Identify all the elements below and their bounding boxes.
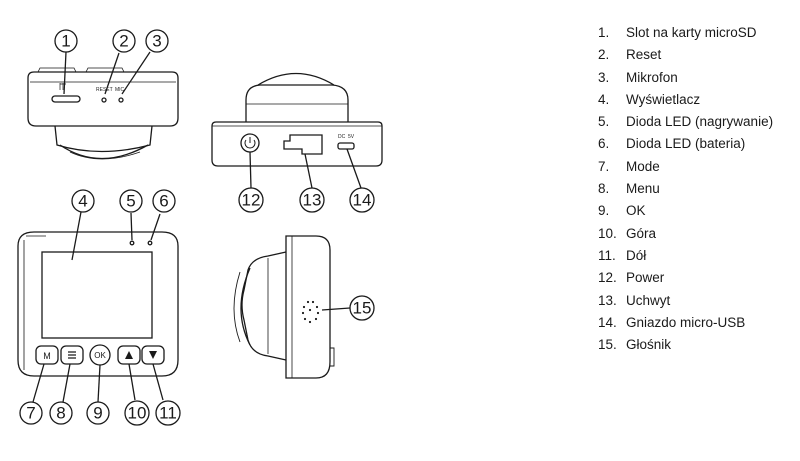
- callout-10: 10: [124, 400, 150, 426]
- callout-13: 13: [299, 187, 325, 213]
- svg-text:7: 7: [26, 404, 35, 423]
- legend-item: 10. Góra: [598, 223, 773, 245]
- legend-number: 3.: [598, 69, 610, 85]
- legend-label: Gniazdo micro-USB: [626, 314, 746, 330]
- display-screen: [41, 251, 153, 339]
- menu-button: [60, 345, 84, 365]
- svg-text:13: 13: [303, 191, 322, 210]
- legend-number: 8.: [598, 181, 610, 197]
- legend-label: Dół: [626, 247, 647, 263]
- legend-label: Power: [626, 270, 665, 286]
- svg-text:12: 12: [242, 191, 261, 210]
- microsd-slot: [51, 95, 81, 103]
- callout-15: 15: [349, 295, 375, 321]
- legend-number: 15.: [598, 337, 617, 353]
- callout-2: 2: [112, 29, 136, 53]
- speaker-grille: [301, 300, 320, 324]
- legend-item: 5. Dioda LED (nagrywanie): [598, 111, 773, 133]
- legend-number: 14.: [598, 314, 617, 330]
- legend-item: 8. Menu: [598, 178, 773, 200]
- callout-6: 6: [152, 189, 176, 213]
- svg-text:3: 3: [152, 32, 161, 51]
- legend-number: 6.: [598, 136, 610, 152]
- svg-text:10: 10: [128, 404, 147, 423]
- dc-label: DC: [338, 134, 346, 140]
- micro-usb-port: [337, 142, 355, 150]
- callout-5: 5: [119, 189, 143, 213]
- legend-item: 14. Gniazdo micro-USB: [598, 312, 773, 334]
- legend-item: 7. Mode: [598, 156, 773, 178]
- legend-label: Reset: [626, 47, 662, 63]
- legend-item: 4. Wyświetlacz: [598, 89, 773, 111]
- legend-label: Mikrofon: [626, 69, 678, 85]
- legend-label: Menu: [626, 181, 660, 197]
- svg-text:8: 8: [56, 404, 65, 423]
- mount-slot: [283, 134, 323, 155]
- legend-number: 12.: [598, 270, 617, 286]
- legend-list: 1. Slot na karty microSD 2. Reset 3. Mikrof…: [598, 22, 773, 356]
- legend-item: 2. Reset: [598, 44, 773, 66]
- legend-item: 11. Dół: [598, 245, 773, 267]
- legend-label: Slot na karty microSD: [626, 25, 757, 40]
- legend-item: 13. Uchwyt: [598, 290, 773, 312]
- legend-number: 9.: [598, 203, 610, 219]
- legend-label: Głośnik: [626, 337, 672, 353]
- legend-label: Dioda LED (bateria): [626, 136, 746, 152]
- legend-label: Góra: [626, 225, 657, 241]
- legend-item: 1. Slot na karty microSD: [598, 22, 773, 44]
- mic-label: MIC: [115, 87, 125, 93]
- callout-11: 11: [155, 400, 181, 426]
- legend-item: 12. Power: [598, 267, 773, 289]
- callout-1: 1: [54, 29, 78, 53]
- legend-item: 3. Mikrofon: [598, 67, 773, 89]
- legend-label: Mode: [626, 158, 660, 174]
- rear-view: DC 5V: [211, 72, 383, 189]
- reset-label: RESET: [96, 87, 113, 93]
- callout-8: 8: [49, 401, 73, 425]
- mode-button: [35, 345, 59, 365]
- side-view: [233, 235, 351, 379]
- legend-label: Uchwyt: [626, 292, 671, 308]
- svg-text:4: 4: [78, 192, 87, 211]
- callout-4: 4: [71, 189, 95, 213]
- reset-hole: [101, 97, 107, 103]
- callout-12: 12: [238, 187, 264, 213]
- callout-9: 9: [86, 401, 110, 425]
- volt-label: 5V: [348, 134, 355, 140]
- legend-label: OK: [626, 203, 646, 219]
- legend-item: 6. Dioda LED (bateria): [598, 133, 773, 155]
- svg-text:1: 1: [61, 32, 70, 51]
- mode-button-label: M: [43, 351, 51, 361]
- legend-number: 11.: [598, 247, 616, 263]
- legend-number: 5.: [598, 114, 610, 130]
- ok-button-label: OK: [94, 351, 106, 360]
- svg-text:9: 9: [93, 404, 102, 423]
- svg-text:2: 2: [119, 32, 128, 51]
- callout-3: 3: [145, 29, 169, 53]
- legend-number: 4.: [598, 91, 610, 107]
- callout-14: 14: [349, 187, 375, 213]
- legend-number: 7.: [598, 158, 610, 174]
- svg-text:11: 11: [159, 404, 177, 423]
- svg-text:14: 14: [353, 191, 372, 210]
- front-view: M OK: [17, 211, 179, 403]
- legend-item: 9. OK: [598, 200, 773, 222]
- legend-label: Dioda LED (nagrywanie): [626, 114, 774, 130]
- legend-label: Wyświetlacz: [626, 91, 701, 107]
- legend-number: 10.: [598, 225, 617, 241]
- led-battery: [147, 240, 153, 246]
- legend-number: 13.: [598, 292, 617, 308]
- svg-text:6: 6: [159, 192, 168, 211]
- callout-7: 7: [19, 401, 43, 425]
- top-view: RESET MIC: [27, 51, 179, 160]
- svg-text:5: 5: [126, 192, 135, 211]
- mic-hole: [118, 97, 124, 103]
- legend-number: 2.: [598, 47, 610, 63]
- led-recording: [129, 240, 135, 246]
- legend-number: 1.: [598, 25, 610, 40]
- callouts: 1 2 3 4 5 6 7 8 9 10 11 12 13 14 15: [19, 29, 375, 426]
- legend-item: 15. Głośnik: [598, 334, 773, 356]
- svg-text:15: 15: [353, 299, 372, 318]
